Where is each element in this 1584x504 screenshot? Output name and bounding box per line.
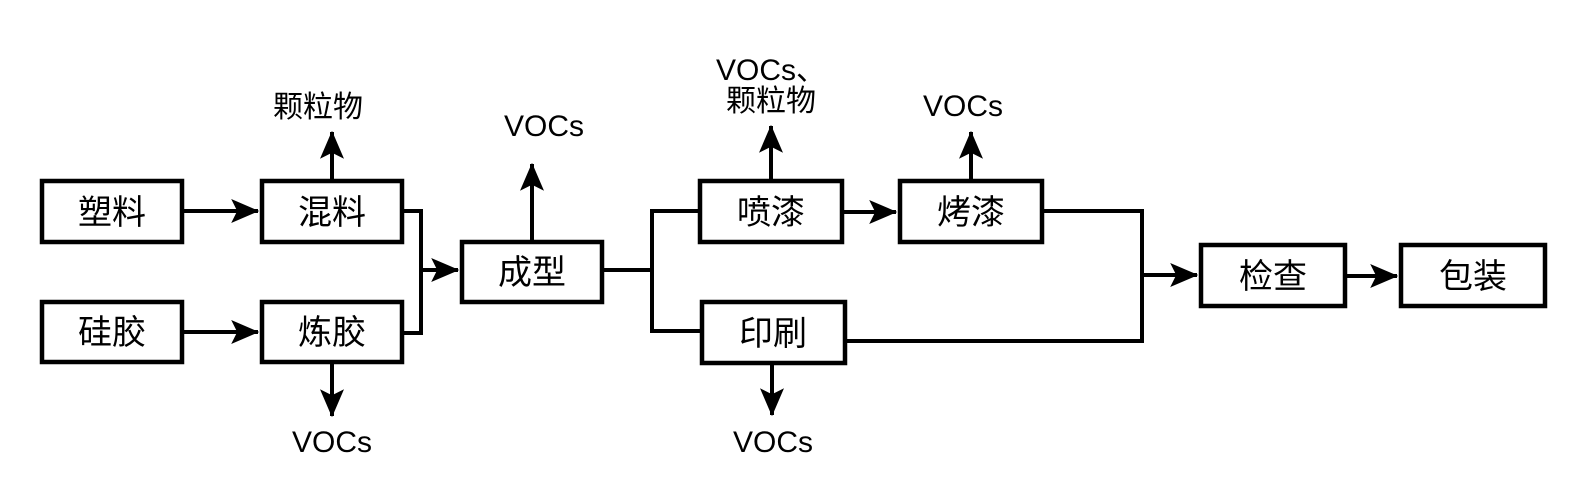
node-penqi-label: 喷漆 bbox=[737, 194, 805, 232]
emission-label-lianjiao-vocs: VOCs bbox=[292, 426, 372, 459]
edge-split-rail bbox=[650, 209, 702, 333]
emission-label-chengxing-vocs: VOCs bbox=[504, 110, 584, 143]
node-kaoqi: 烤漆 bbox=[897, 178, 1045, 245]
emission-labels: 颗粒物 VOCs VOCs VOCs、 颗粒物 VOCs VOCs bbox=[273, 54, 1003, 459]
node-hunliao-label: 混料 bbox=[298, 194, 366, 232]
node-yinshua-label: 印刷 bbox=[739, 315, 807, 353]
node-suliao: 塑料 bbox=[39, 178, 185, 245]
node-jiancha-label: 检查 bbox=[1239, 258, 1307, 296]
node-guijiao-label: 硅胶 bbox=[78, 314, 146, 352]
node-baozhuang-label: 包装 bbox=[1439, 258, 1507, 296]
node-penqi: 喷漆 bbox=[697, 178, 845, 245]
node-guijiao-box bbox=[39, 299, 185, 365]
node-baozhuang: 包装 bbox=[1398, 242, 1548, 309]
node-suliao-label: 塑料 bbox=[78, 194, 146, 232]
edges bbox=[182, 124, 1399, 418]
node-chengxing-box bbox=[459, 239, 605, 305]
node-baozhuang-box bbox=[1398, 242, 1548, 309]
emission-label-yinshua-vocs: VOCs bbox=[733, 426, 813, 459]
emission-label-hunliao-keliwu: 颗粒物 bbox=[273, 91, 363, 124]
node-hunliao: 混料 bbox=[259, 178, 405, 245]
emission-label-kaoqi-vocs: VOCs bbox=[923, 90, 1003, 123]
node-lianjiao: 炼胶 bbox=[259, 299, 405, 365]
node-guijiao: 硅胶 bbox=[39, 299, 185, 365]
node-kaoqi-box bbox=[897, 178, 1045, 245]
node-yinshua-box bbox=[699, 299, 848, 366]
node-chengxing: 成型 bbox=[459, 239, 605, 305]
node-suliao-box bbox=[39, 178, 185, 245]
edge-merge-left-rail bbox=[402, 209, 423, 335]
emission-label-penqi-keliwu-line2: 颗粒物 bbox=[726, 85, 816, 118]
node-lianjiao-label: 炼胶 bbox=[298, 314, 366, 352]
node-jiancha-box bbox=[1198, 242, 1348, 309]
emission-label-penqi-vocs-line1: VOCs、 bbox=[716, 54, 826, 87]
node-lianjiao-box bbox=[259, 299, 405, 365]
node-kaoqi-label: 烤漆 bbox=[937, 194, 1005, 232]
node-hunliao-box bbox=[259, 178, 405, 245]
node-chengxing-label: 成型 bbox=[498, 254, 566, 292]
node-penqi-box bbox=[697, 178, 845, 245]
node-yinshua: 印刷 bbox=[699, 299, 848, 366]
node-jiancha: 检查 bbox=[1198, 242, 1348, 309]
nodes: 塑料 硅胶 混料 炼胶 成型 喷漆 bbox=[39, 178, 1548, 366]
